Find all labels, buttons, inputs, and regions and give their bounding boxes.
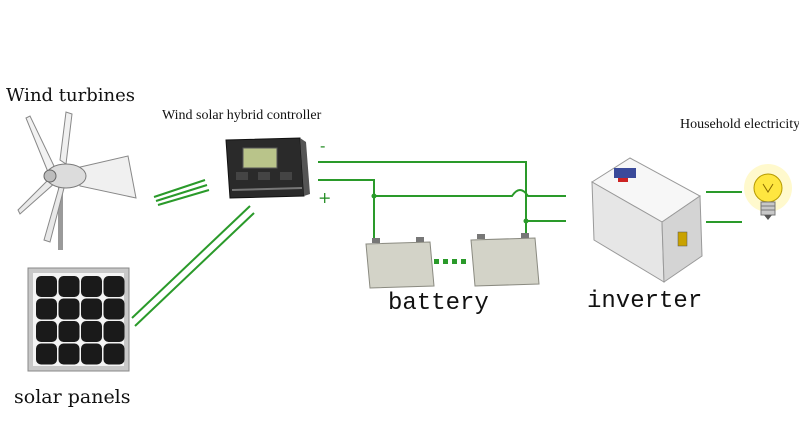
household-electricity-label: Household electricity xyxy=(680,117,799,132)
solar-cell xyxy=(36,298,57,320)
controller-icon xyxy=(225,137,310,199)
wire-junctions xyxy=(371,193,529,224)
controller-label: Wind solar hybrid controller xyxy=(162,108,322,123)
solar-cell xyxy=(36,343,57,365)
negative-terminal-label: - xyxy=(320,136,326,155)
solar-cell xyxy=(81,343,102,365)
battery-icon xyxy=(365,237,435,289)
solar-panels-label: solar panels xyxy=(14,386,131,408)
inverter-label: inverter xyxy=(587,288,703,315)
solar-cell xyxy=(103,321,125,342)
solar-cell xyxy=(81,276,102,297)
light-bulb-icon xyxy=(744,164,792,220)
solar-cell xyxy=(103,276,125,297)
inverter-icon xyxy=(591,157,703,283)
solar-cell xyxy=(36,321,57,342)
solar-cell xyxy=(81,321,102,342)
solar-cell xyxy=(58,298,80,320)
wind-turbines-label: Wind turbines xyxy=(6,85,135,106)
battery-label: battery xyxy=(388,290,489,317)
solar-cell xyxy=(58,321,80,342)
solar-cell xyxy=(36,276,57,297)
solar-panel-icon xyxy=(27,267,130,372)
wind-turbine-icon xyxy=(17,111,137,250)
solar-cell xyxy=(58,276,80,297)
battery-link-dots xyxy=(434,259,466,264)
solar-cell xyxy=(103,298,125,320)
solar-cell xyxy=(81,298,102,320)
solar-cell xyxy=(58,343,80,365)
solar-cell xyxy=(103,343,125,365)
battery-icon xyxy=(470,233,540,287)
positive-terminal-label: + xyxy=(318,188,332,207)
